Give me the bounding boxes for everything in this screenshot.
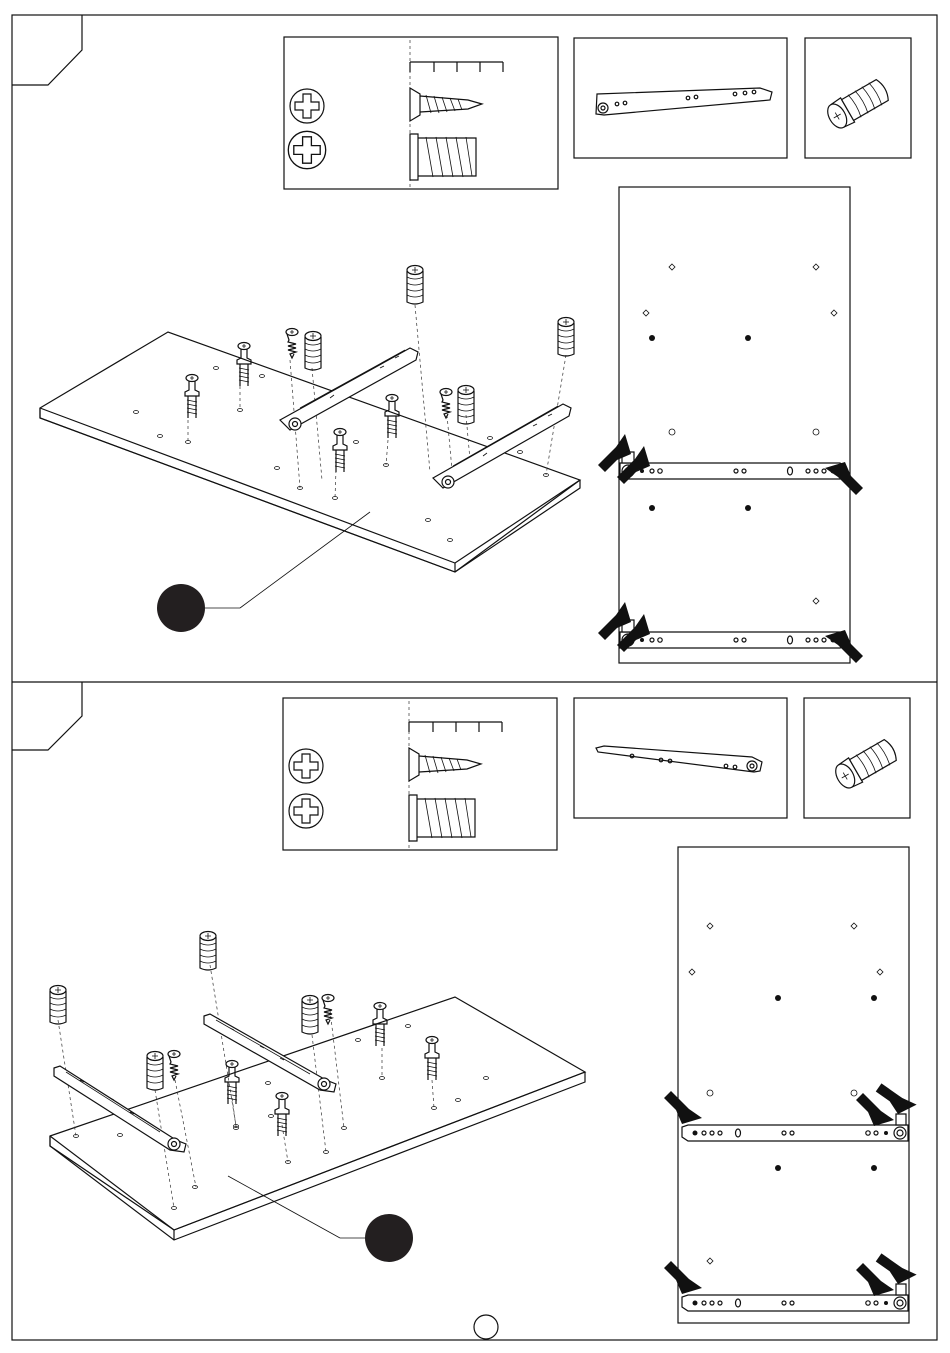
slide-rail (620, 632, 846, 648)
drawer-slide-box (574, 38, 787, 158)
part-marker (365, 1214, 413, 1262)
drawer-slide-box (574, 698, 787, 818)
insert-icon (558, 318, 574, 357)
cam-dowel-box (805, 38, 911, 158)
panel-diagram (40, 266, 580, 573)
phillips-head-large-icon (289, 794, 323, 828)
cam-dowel-icon (831, 736, 900, 792)
insert-icon (147, 1052, 163, 1091)
cam-dowel-icon (823, 76, 892, 132)
arrow-icon (664, 1091, 702, 1124)
insert-icon (458, 386, 474, 425)
phillips-head-large-icon (288, 131, 325, 168)
short-screw-icon (409, 748, 481, 781)
panel-diagram (50, 932, 585, 1241)
insert-icon (200, 932, 216, 971)
cam-dowel-box (804, 698, 910, 818)
arrow-icon (664, 1261, 702, 1294)
page-number-circle (474, 1315, 498, 1339)
screw-icon (440, 389, 452, 419)
slide-rail (620, 463, 846, 479)
step-top (12, 15, 911, 663)
hardware-box (283, 698, 557, 850)
screw-icon (286, 329, 298, 359)
insert-screw-icon (409, 795, 475, 841)
insert-icon (302, 996, 318, 1035)
slide-rail (682, 1295, 908, 1311)
step-number-tab (12, 15, 82, 85)
short-screw-icon (410, 88, 482, 121)
step-number-tab (12, 682, 82, 750)
screw-icon (322, 995, 334, 1025)
insert-icon (407, 266, 423, 305)
phillips-head-icon (290, 89, 324, 123)
ruler (410, 62, 503, 72)
drawer-slide-icon (596, 746, 762, 772)
screw-icon (168, 1051, 180, 1081)
step-bottom (12, 682, 918, 1323)
insert-icon (305, 332, 321, 371)
insert-icon (50, 986, 66, 1025)
slide-rail (682, 1125, 908, 1141)
insert-screw-icon (410, 134, 476, 180)
side-panel-view (598, 187, 863, 663)
part-marker (157, 584, 205, 632)
hardware-box (284, 37, 558, 189)
phillips-head-icon (289, 749, 323, 783)
drawer-slide-icon (596, 88, 772, 115)
side-panel-view (664, 847, 918, 1323)
